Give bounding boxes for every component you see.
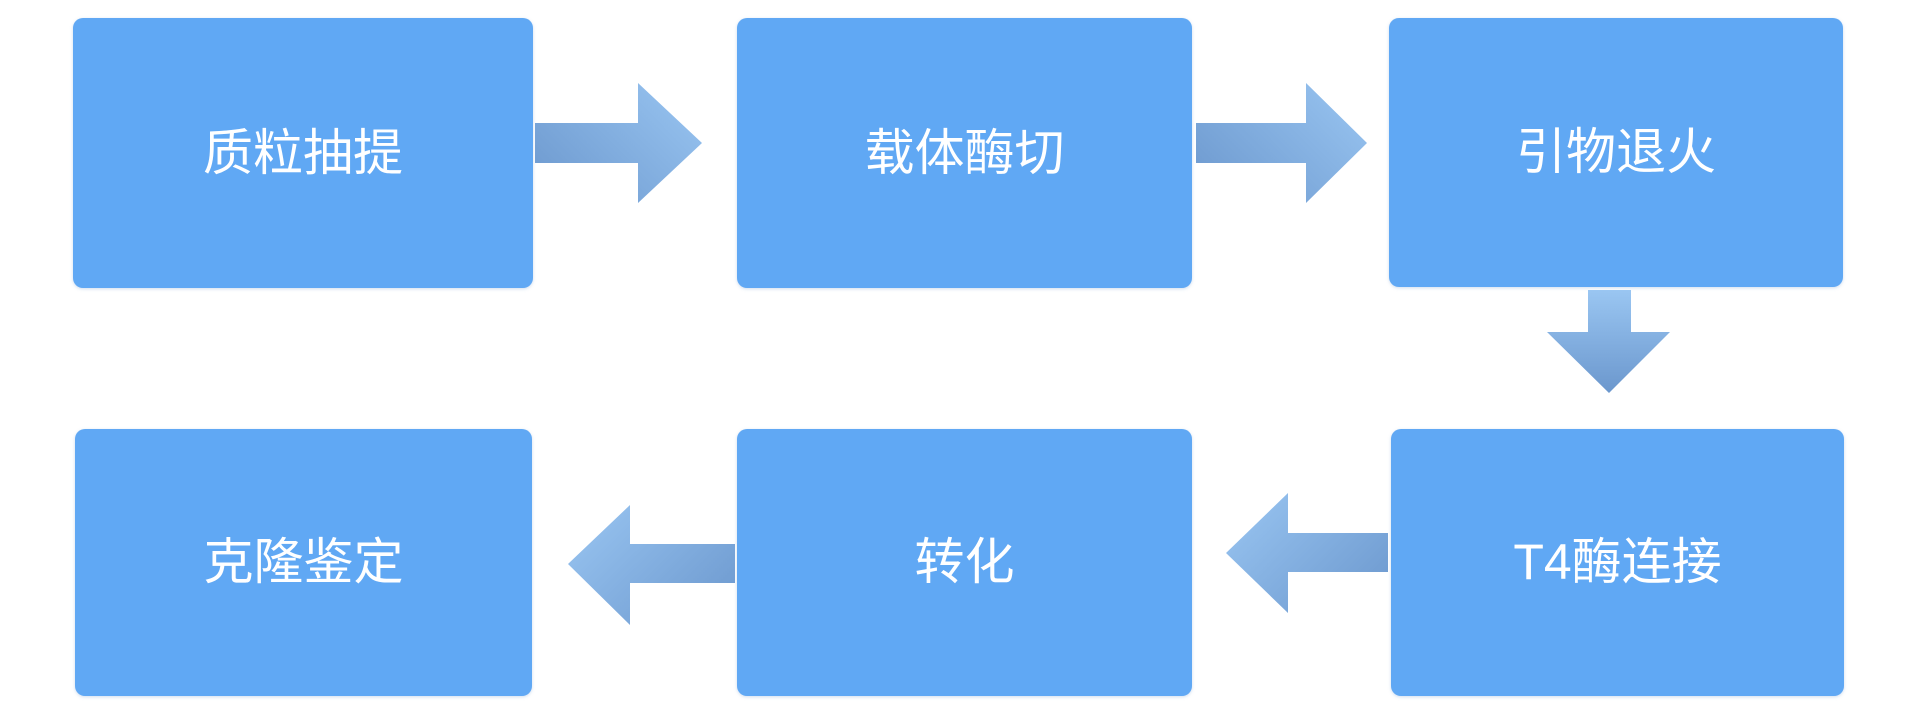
flow-node-primer-annealing: 引物退火 [1389, 18, 1843, 287]
flow-node-t4-ligation: T4酶连接 [1391, 429, 1844, 696]
flow-node-clone-identification: 克隆鉴定 [75, 429, 532, 696]
arrow-right-icon [1196, 83, 1367, 203]
flow-node-label: 克隆鉴定 [203, 534, 404, 590]
flow-node-plasmid-extraction: 质粒抽提 [73, 18, 533, 288]
flow-node-label: T4酶连接 [1513, 534, 1722, 590]
flow-node-label: 质粒抽提 [203, 124, 403, 181]
flow-node-label: 引物退火 [1516, 124, 1716, 180]
flow-node-label: 载体酶切 [864, 124, 1065, 181]
flow-node-vector-digestion: 载体酶切 [737, 18, 1192, 288]
flow-node-transformation: 转化 [737, 429, 1192, 696]
arrow-left-icon [1226, 493, 1388, 613]
flow-node-label: 转化 [914, 534, 1015, 590]
arrow-left-icon [568, 505, 735, 625]
arrow-right-icon [535, 83, 702, 203]
arrow-down-icon [1547, 290, 1670, 393]
